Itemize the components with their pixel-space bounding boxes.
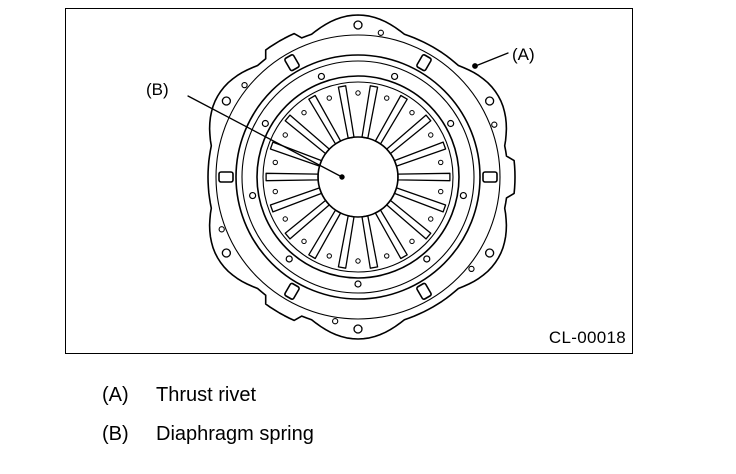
- spring-finger-1: [397, 172, 451, 182]
- legend-text: Diaphragm spring: [156, 423, 314, 445]
- spring-finger-10: [265, 172, 319, 182]
- finger-slot-11: [282, 132, 288, 138]
- spring-center-hole: [317, 136, 399, 218]
- finger-slot-15: [384, 95, 390, 101]
- spring-finger-14: [337, 85, 355, 139]
- finger-slot-18: [438, 159, 444, 166]
- legend-key: (B): [102, 423, 129, 445]
- spring-finger-6: [337, 215, 355, 269]
- small-hole-1: [468, 265, 475, 273]
- spring-finger-9: [269, 187, 323, 213]
- thrust-rivet-3: [354, 280, 362, 288]
- finger-slot-1: [438, 188, 444, 195]
- spring-finger-16: [374, 94, 408, 145]
- spring-finger-18: [393, 141, 447, 167]
- small-hole-6: [491, 121, 498, 128]
- pressure-ring-outer: [235, 54, 481, 300]
- thrust-rivet-7: [317, 72, 326, 81]
- strap-clip-2: [416, 282, 432, 300]
- bolt-hole-2: [353, 324, 363, 334]
- spring-finger-17: [386, 114, 432, 155]
- spring-finger-13: [308, 94, 342, 145]
- thrust-rivet-1: [459, 191, 467, 200]
- clutch-cover-drawing: (A) (B): [146, 14, 535, 340]
- finger-slot-17: [428, 132, 434, 138]
- spring-finger-12: [284, 114, 330, 155]
- finger-slot-16: [409, 109, 415, 116]
- thrust-rivet-8: [390, 72, 399, 81]
- finger-slot-3: [409, 238, 415, 245]
- small-hole-2: [332, 318, 339, 325]
- strap-clip-5: [284, 54, 300, 72]
- spring-finger-7: [308, 209, 342, 260]
- finger-slot-2: [428, 216, 434, 222]
- leader-dot-b: [339, 174, 345, 180]
- bolt-hole-4: [221, 96, 232, 106]
- finger-slot-4: [384, 253, 390, 259]
- finger-slot-9: [272, 188, 278, 195]
- cover-outline: [207, 14, 516, 340]
- figure-code: CL-00018: [548, 328, 626, 347]
- spring-rim-outer: [256, 75, 460, 279]
- small-hole-4: [241, 81, 248, 89]
- figure-frame: (A) (B) CL-00018: [65, 8, 633, 354]
- leader-line-a: [477, 52, 509, 66]
- thrust-rivet-6: [261, 119, 269, 128]
- spring-finger-2: [393, 187, 447, 213]
- small-hole-5: [377, 29, 384, 36]
- bolt-hole-3: [221, 248, 232, 258]
- thrust-rivet-4: [285, 255, 293, 263]
- finger-slot-5: [355, 258, 361, 264]
- legend-item-thrust-rivet: (A) Thrust rivet: [102, 384, 256, 407]
- strap-clip-6: [416, 54, 432, 72]
- strap-clip-4: [218, 171, 234, 183]
- spring-finger-5: [361, 215, 379, 269]
- legend-text: Thrust rivet: [156, 384, 257, 406]
- spring-finger-4: [374, 209, 408, 260]
- leader-dot-a: [472, 63, 478, 69]
- finger-slot-8: [282, 216, 288, 222]
- bolt-hole-1: [484, 248, 495, 258]
- callout-label-b: (B): [146, 80, 169, 99]
- cover-inner-edge: [215, 34, 501, 320]
- small-hole-3: [218, 226, 225, 233]
- spring-finger-8: [284, 199, 330, 240]
- finger-slot-10: [272, 159, 278, 166]
- finger-slot-7: [301, 238, 307, 245]
- strap-clip-3: [284, 282, 300, 300]
- finger-slot-12: [301, 109, 307, 116]
- bolt-hole-5: [353, 20, 363, 30]
- legend-item-diaphragm-spring: (B) Diaphragm spring: [102, 423, 314, 446]
- leader-line-b: [187, 95, 343, 178]
- pressure-ring-inner: [241, 60, 475, 294]
- bolt-hole-6: [484, 96, 495, 106]
- finger-slot-6: [326, 253, 332, 259]
- finger-slot-13: [326, 95, 332, 101]
- spring-finger-15: [361, 85, 379, 139]
- legend-key: (A): [102, 384, 129, 406]
- finger-slot-14: [355, 90, 361, 96]
- thrust-rivet-2: [423, 255, 431, 263]
- callout-label-a: (A): [512, 45, 535, 64]
- spring-finger-3: [386, 199, 432, 240]
- spring-rim-inner: [262, 81, 454, 273]
- strap-clip-1: [482, 171, 498, 183]
- thrust-rivet-9: [447, 119, 455, 128]
- thrust-rivet-5: [249, 191, 257, 200]
